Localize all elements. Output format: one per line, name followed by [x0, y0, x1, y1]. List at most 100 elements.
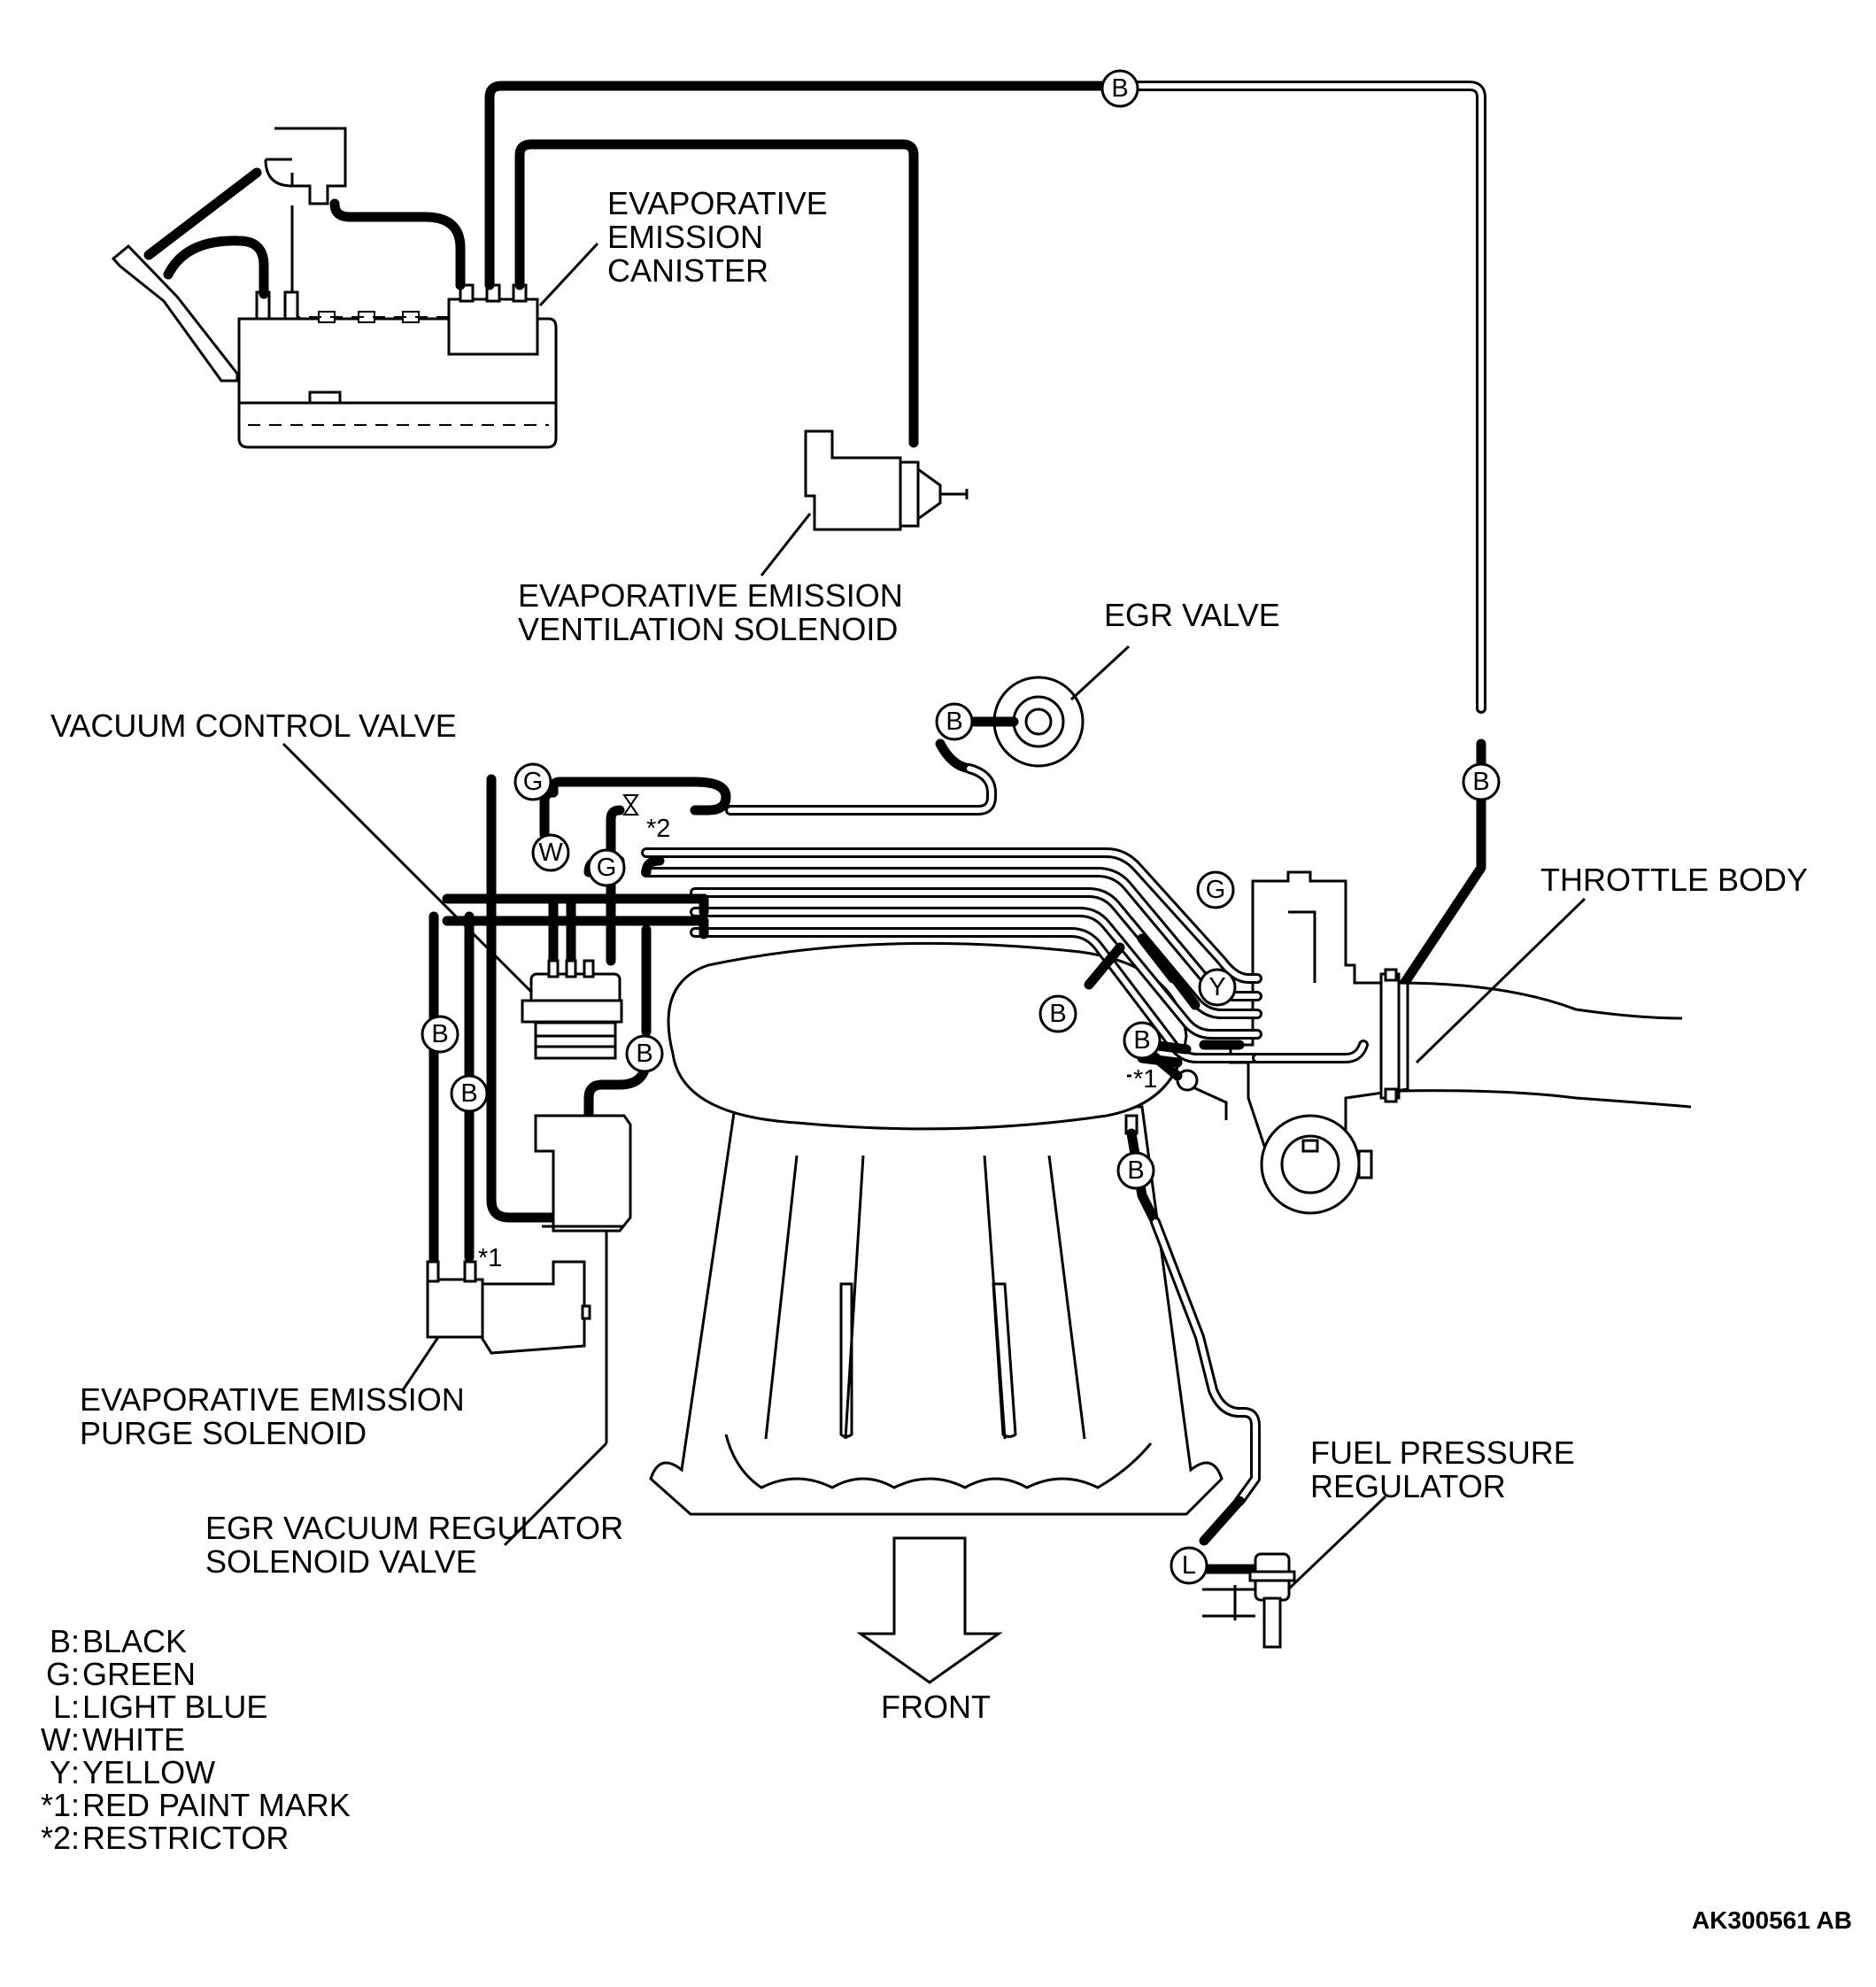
- svg-text:*2: *2: [646, 815, 670, 843]
- svg-text:WHITE: WHITE: [82, 1721, 185, 1758]
- legend-item: L:LIGHT BLUE: [53, 1689, 267, 1725]
- hose-tag-right: B: [1462, 762, 1501, 801]
- hose-tag-vcv-b: B: [625, 1034, 664, 1073]
- svg-text:EVAPORATIVE EMISSION: EVAPORATIVE EMISSION: [518, 577, 903, 614]
- egr-vacuum-regulator: [534, 1114, 632, 1443]
- egr-valve: [725, 676, 1085, 816]
- svg-text:G: G: [523, 768, 544, 796]
- hose-tag-vcv-w: W: [531, 833, 570, 872]
- svg-text:B: B: [1127, 1156, 1144, 1185]
- svg-text:B: B: [1111, 74, 1128, 103]
- svg-text:FRONT: FRONT: [881, 1689, 991, 1725]
- hose-tag-vcv-g2: G: [587, 848, 626, 887]
- hose-tags: B B B G W G G Y B B B B B B L: [421, 69, 1501, 1585]
- tank-hoses: [143, 167, 466, 299]
- color-legend: B:BLACK G:GREEN L:LIGHT BLUE W:WHITE Y:Y…: [41, 1623, 351, 1856]
- label-vacuum-control-valve: VACUUM CONTROL VALVE: [50, 707, 457, 744]
- label-fuel-pressure-regulator: FUEL PRESSURE REGULATOR: [1310, 1434, 1575, 1504]
- figure-code: AK300561 AB: [1692, 1906, 1852, 1934]
- label-purge-solenoid: EVAPORATIVE EMISSION PURGE SOLENOID: [80, 1381, 465, 1451]
- svg-text::: :: [71, 1656, 80, 1692]
- hose-tag-egr: B: [935, 702, 974, 741]
- svg-text:*2: *2: [41, 1820, 71, 1856]
- label-throttle-body: THROTTLE BODY: [1540, 862, 1808, 898]
- paint-mark-right: *1: [1133, 1048, 1199, 1094]
- ventilation-solenoid: [804, 429, 969, 531]
- svg-text:RED PAINT MARK: RED PAINT MARK: [82, 1787, 351, 1823]
- svg-text:YELLOW: YELLOW: [82, 1754, 215, 1790]
- svg-text::: :: [71, 1689, 80, 1725]
- svg-text:EGR VACUUM REGULATOR: EGR VACUUM REGULATOR: [205, 1510, 623, 1546]
- svg-text:W: W: [41, 1721, 71, 1758]
- svg-text:L: L: [1182, 1551, 1196, 1580]
- svg-text:Y: Y: [1208, 973, 1225, 1001]
- svg-text:*1: *1: [41, 1787, 71, 1823]
- svg-text::: :: [71, 1721, 80, 1758]
- hose-tag-vcv-g: G: [513, 762, 552, 801]
- svg-text:*1: *1: [478, 1244, 502, 1272]
- svg-text:G: G: [46, 1656, 71, 1692]
- svg-text::: :: [71, 1787, 80, 1823]
- svg-text:B: B: [1472, 768, 1489, 796]
- hose-tag-left-b1: B: [421, 1015, 459, 1054]
- hose-tag-fpr-l: L: [1170, 1546, 1208, 1585]
- legend-item: *1:RED PAINT MARK: [41, 1787, 351, 1823]
- restrictor-mark: *2: [622, 794, 670, 843]
- fuel-pressure-regulator: [1124, 1074, 1296, 1649]
- svg-text:*1: *1: [1133, 1065, 1157, 1094]
- svg-text::: :: [71, 1754, 80, 1790]
- svg-text:B: B: [1133, 1026, 1150, 1055]
- svg-text:G: G: [597, 854, 617, 882]
- svg-text:B: B: [946, 707, 962, 736]
- label-canister: EVAPORATIVE EMISSION CANISTER: [607, 185, 828, 289]
- svg-text:BLACK: BLACK: [82, 1623, 187, 1659]
- hose-tag-throttle-y: Y: [1198, 968, 1237, 1007]
- hose-tag-top: B: [1100, 69, 1139, 108]
- label-ventilation-solenoid: EVAPORATIVE EMISSION VENTILATION SOLENOI…: [518, 577, 903, 647]
- svg-text:B: B: [50, 1623, 71, 1659]
- label-egr-valve: EGR VALVE: [1104, 597, 1280, 633]
- svg-text:CANISTER: CANISTER: [607, 252, 768, 289]
- svg-text:THROTTLE BODY: THROTTLE BODY: [1540, 862, 1808, 898]
- svg-text:B: B: [1049, 1000, 1066, 1028]
- svg-text:EMISSION: EMISSION: [607, 219, 763, 255]
- svg-text:GREEN: GREEN: [82, 1656, 196, 1692]
- hose-tag-throttle-b1: B: [1038, 994, 1077, 1033]
- svg-text:FUEL PRESSURE: FUEL PRESSURE: [1310, 1434, 1575, 1471]
- svg-text:B: B: [460, 1079, 477, 1108]
- svg-text:EGR VALVE: EGR VALVE: [1104, 597, 1280, 633]
- hose-tag-fpr-b: B: [1116, 1151, 1155, 1190]
- svg-text:B: B: [636, 1040, 652, 1068]
- svg-text:EVAPORATIVE EMISSION: EVAPORATIVE EMISSION: [80, 1381, 465, 1418]
- label-egr-vacuum-regulator: EGR VACUUM REGULATOR SOLENOID VALVE: [205, 1510, 623, 1580]
- svg-text::: :: [71, 1820, 80, 1856]
- legend-item: G:GREEN: [46, 1656, 196, 1692]
- legend-item: W:WHITE: [41, 1721, 185, 1758]
- throttle-hose-bundle: [641, 847, 1369, 1068]
- legend-item: Y:YELLOW: [50, 1754, 215, 1790]
- svg-text::: :: [71, 1623, 80, 1659]
- leader-lines: [282, 242, 1586, 1591]
- svg-text:REGULATOR: REGULATOR: [1310, 1468, 1506, 1504]
- svg-text:EVAPORATIVE: EVAPORATIVE: [607, 185, 828, 221]
- svg-text:LIGHT BLUE: LIGHT BLUE: [82, 1689, 267, 1725]
- intake-manifold: [649, 941, 1228, 1516]
- purge-solenoid: [426, 1260, 591, 1355]
- svg-text:W: W: [538, 839, 563, 867]
- svg-text:L: L: [53, 1689, 71, 1725]
- hose-tag-throttle-g: G: [1196, 870, 1235, 909]
- paint-mark-left: *1: [478, 1244, 502, 1272]
- throttle-body: [1229, 870, 1692, 1215]
- svg-text:SOLENOID VALVE: SOLENOID VALVE: [205, 1543, 477, 1580]
- hose-tag-throttle-b2: B: [1123, 1021, 1162, 1060]
- front-arrow: FRONT: [856, 1536, 1003, 1725]
- svg-text:B: B: [431, 1020, 448, 1048]
- svg-text:VACUUM CONTROL VALVE: VACUUM CONTROL VALVE: [50, 707, 457, 744]
- fuel-tank: [111, 127, 558, 449]
- legend-item: *2:RESTRICTOR: [41, 1820, 289, 1856]
- legend-item: B:BLACK: [50, 1623, 187, 1659]
- svg-text:G: G: [1206, 876, 1226, 904]
- svg-text:PURGE SOLENOID: PURGE SOLENOID: [80, 1415, 367, 1451]
- hose-tag-left-b2: B: [450, 1074, 489, 1113]
